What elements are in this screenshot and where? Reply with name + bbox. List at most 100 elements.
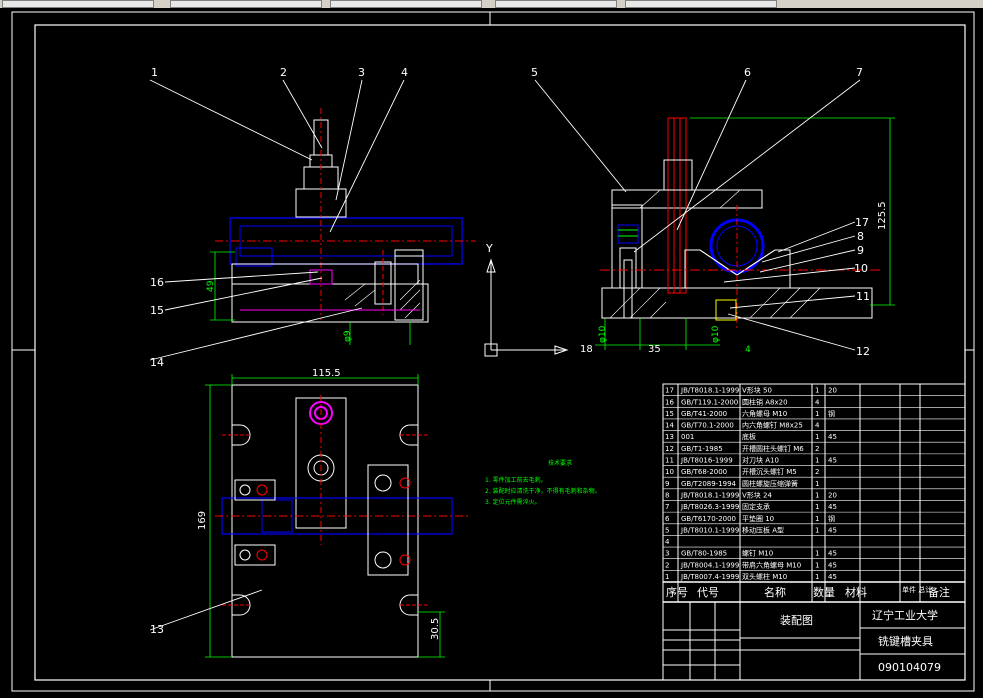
bom-cell-code: GB/T6170-2000 xyxy=(681,515,736,523)
bom-cell-mat: 45 xyxy=(828,526,837,534)
dim-height-right: 125.5 xyxy=(877,201,888,230)
bom-cell-no: 1 xyxy=(665,573,669,581)
dim-d2: 18 xyxy=(580,344,593,355)
dim-d4: φ10 xyxy=(598,325,608,343)
bom-cell-qty: 4 xyxy=(815,398,820,406)
bom-cell-no: 4 xyxy=(665,538,670,546)
bom-cell-no: 9 xyxy=(665,480,669,488)
bom-cell-code: JB/T8016-1999 xyxy=(680,457,733,465)
bom-header-name: 名称 xyxy=(764,585,786,599)
bom-cell-mat: 45 xyxy=(828,433,837,441)
bom-cell-no: 17 xyxy=(665,387,674,395)
bom-cell-name: 开槽沉头螺钉 M5 xyxy=(742,467,797,476)
tech-notes-title: 技术要求 xyxy=(548,459,572,467)
bom-cell-no: 3 xyxy=(665,550,669,558)
bom-cell-qty: 2 xyxy=(815,445,819,453)
bom-cell-name: 内六角螺钉 M8x25 xyxy=(742,421,803,430)
bom-cell-no: 13 xyxy=(665,433,674,441)
bom-cell-code: GB/T70.1-2000 xyxy=(681,422,734,430)
title-number: 090104079 xyxy=(878,661,941,674)
bom-cell-no: 7 xyxy=(665,503,669,511)
bom-cell-mat: 45 xyxy=(828,457,837,465)
part-label-17: 17 xyxy=(855,216,869,229)
bom-cell-code: JB/T8004.1-1999 xyxy=(680,561,739,569)
bom-cell-name: 圆柱螺旋压缩弹簧 xyxy=(742,479,798,488)
part-label-4: 4 xyxy=(401,66,408,79)
bom-cell-name: 移动压板 A型 xyxy=(742,525,784,534)
bom-cell-name: 螺钉 M10 xyxy=(742,549,773,558)
bom-cell-qty: 2 xyxy=(815,468,819,476)
bom-cell-name: 平垫圈 10 xyxy=(742,514,774,523)
bom-cell-name: 双头螺柱 M10 xyxy=(742,572,787,581)
toolbar-tab[interactable] xyxy=(625,0,777,8)
part-label-2: 2 xyxy=(280,66,287,79)
bom-cell-no: 6 xyxy=(665,515,670,523)
front-view xyxy=(210,108,476,345)
part-label-13: 13 xyxy=(150,623,164,636)
bom-cell-code: JB/T8018.1-1999 xyxy=(680,387,739,395)
bom-cell-mat: 20 xyxy=(828,491,837,499)
bom-header-code: 代号 xyxy=(697,586,719,599)
ucs-icon xyxy=(484,258,569,357)
toolbar-tab[interactable] xyxy=(2,0,154,8)
part-label-1: 1 xyxy=(151,66,158,79)
bom-cell-name: 固定支承 xyxy=(742,502,770,511)
leader-lines xyxy=(149,79,861,631)
bom-cell-code: GB/T1-1985 xyxy=(681,445,723,453)
part-label-12: 12 xyxy=(856,345,870,358)
window-toolbar-strip xyxy=(0,0,983,8)
part-label-11: 11 xyxy=(856,290,870,303)
part-label-6: 6 xyxy=(744,66,751,79)
bom-cell-qty: 1 xyxy=(815,480,819,488)
bom-cell-mat: 45 xyxy=(828,561,837,569)
part-label-3: 3 xyxy=(358,66,365,79)
part-label-16: 16 xyxy=(150,276,164,289)
toolbar-tab[interactable] xyxy=(495,0,617,8)
bom-header-no: 序号 xyxy=(666,585,688,599)
side-view xyxy=(595,117,895,350)
bom-cell-code: GB/T2089-1994 xyxy=(681,480,737,488)
bom-cell-no: 16 xyxy=(665,398,674,406)
bom-cell-name: 开槽圆柱头螺钉 M6 xyxy=(742,444,804,453)
bom-header-qty: 数量 xyxy=(813,586,835,599)
bom-cell-mat: 45 xyxy=(828,550,837,558)
dim-d1: 35 xyxy=(648,344,661,355)
bom-cell-no: 15 xyxy=(665,410,674,418)
part-label-7: 7 xyxy=(856,66,863,79)
dim-top-width: 115.5 xyxy=(312,368,341,379)
bom-cell-qty: 1 xyxy=(815,387,819,395)
bom-cell-qty: 4 xyxy=(815,422,820,430)
dim-d6: 4 xyxy=(745,345,751,355)
bom-header-note: 备注 xyxy=(928,585,950,599)
bom-cell-qty: 1 xyxy=(815,457,819,465)
bom-cell-no: 11 xyxy=(665,457,674,465)
outer-frame xyxy=(11,11,975,692)
bom-cell-qty: 1 xyxy=(815,515,819,523)
bom-cell-name: 六角螺母 M10 xyxy=(742,409,787,418)
bom-cell-code: GB/T119.1-2000 xyxy=(681,398,738,406)
bom-cell-no: 2 xyxy=(665,561,669,569)
inner-frame xyxy=(34,24,966,681)
toolbar-tab[interactable] xyxy=(330,0,482,8)
bom-cell-code: JB/T8018.1-1999 xyxy=(680,491,739,499)
toolbar-tab[interactable] xyxy=(170,0,322,8)
bom-cell-qty: 1 xyxy=(815,526,819,534)
bom-cell-code: GB/T68-2000 xyxy=(681,468,727,476)
dim-height-left: 169 xyxy=(197,511,208,530)
top-view xyxy=(205,374,470,658)
part-label-9: 9 xyxy=(857,244,864,257)
dim-left-side: 49 xyxy=(206,280,216,292)
bom-cell-qty: 1 xyxy=(815,410,819,418)
bom-cell-no: 5 xyxy=(665,526,669,534)
bom-cell-no: 12 xyxy=(665,445,674,453)
bom-cell-code: GB/T80-1985 xyxy=(681,550,727,558)
part-label-8: 8 xyxy=(857,230,864,243)
part-label-10: 10 xyxy=(854,262,868,275)
dim-d5: φ10 xyxy=(711,325,721,343)
bom-cell-name: V形块 50 xyxy=(742,386,772,395)
bom-cell-name: V形块 24 xyxy=(742,490,772,499)
title-drawing-type: 装配图 xyxy=(780,614,813,627)
bom-header-mat: 材料 xyxy=(845,585,867,599)
bom-cell-no: 8 xyxy=(665,491,669,499)
